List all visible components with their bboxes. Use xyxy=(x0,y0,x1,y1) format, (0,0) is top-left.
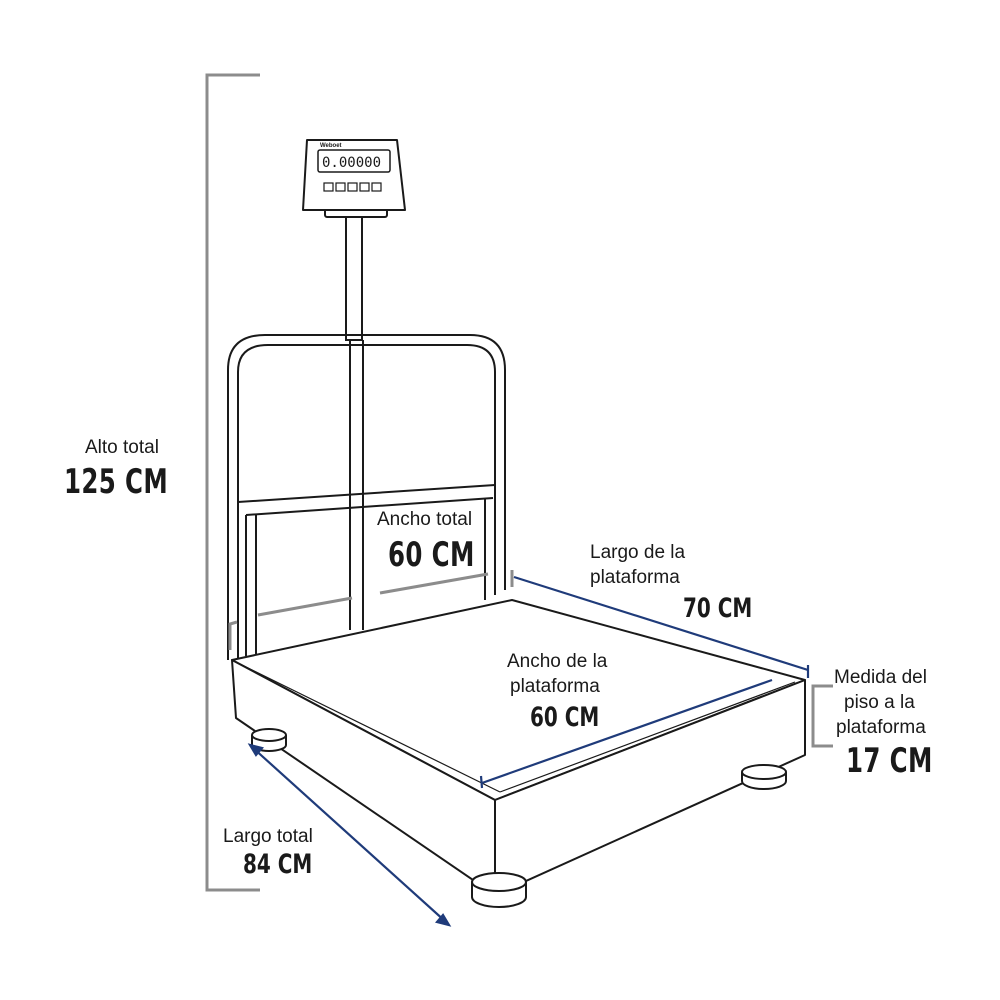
largo-plataforma-caption-line1: Largo de la xyxy=(590,542,686,563)
ancho-plataforma-caption-line2: plataforma xyxy=(510,676,600,697)
ancho-total-value: 60 CM xyxy=(388,535,475,575)
alto-total-caption: Alto total xyxy=(85,437,159,458)
total-width-dimension-line xyxy=(228,570,514,650)
frame-inner-tube xyxy=(237,344,496,658)
indicator-head xyxy=(302,139,406,218)
ancho-plataforma-value: 60 CM xyxy=(530,702,600,733)
platform-width-dimension-line xyxy=(479,678,773,789)
floor-height-dimension-line xyxy=(811,684,833,748)
indicator-display-value: 0.00000 xyxy=(322,155,381,171)
arrow-head-top-icon xyxy=(247,743,264,757)
foot-right xyxy=(741,764,787,790)
largo-total-caption: Largo total xyxy=(223,826,313,847)
medida-piso-caption-line2: piso a la xyxy=(844,692,915,713)
alto-total-value: 125 CM xyxy=(64,462,169,502)
frame-outer-tube xyxy=(227,334,506,660)
largo-total-value: 84 CM xyxy=(243,849,313,880)
arrow-head-bottom-icon xyxy=(435,913,452,927)
platform-right-side xyxy=(494,679,806,896)
ancho-plataforma-caption-line1: Ancho de la xyxy=(507,651,608,672)
total-height-dimension-line xyxy=(205,73,260,892)
platform xyxy=(231,599,806,896)
total-length-dimension-line xyxy=(247,743,452,927)
medida-piso-value: 17 CM xyxy=(846,741,933,781)
indicator-screen xyxy=(317,149,391,173)
indicator-brand: Weboet xyxy=(320,143,342,149)
medida-piso-caption-line3: plataforma xyxy=(836,717,926,738)
platform-inner-edge xyxy=(239,663,501,793)
platform-length-dimension-line xyxy=(513,575,810,678)
largo-plataforma-caption-line2: plataforma xyxy=(590,567,680,588)
indicator-column xyxy=(345,216,363,341)
indicator-keypad xyxy=(323,182,382,192)
largo-plataforma-value: 70 CM xyxy=(683,593,753,624)
back-frame xyxy=(227,334,506,660)
ancho-total-caption: Ancho total xyxy=(377,509,473,530)
foot-front xyxy=(471,872,527,908)
medida-piso-caption-line1: Medida del xyxy=(834,667,927,688)
